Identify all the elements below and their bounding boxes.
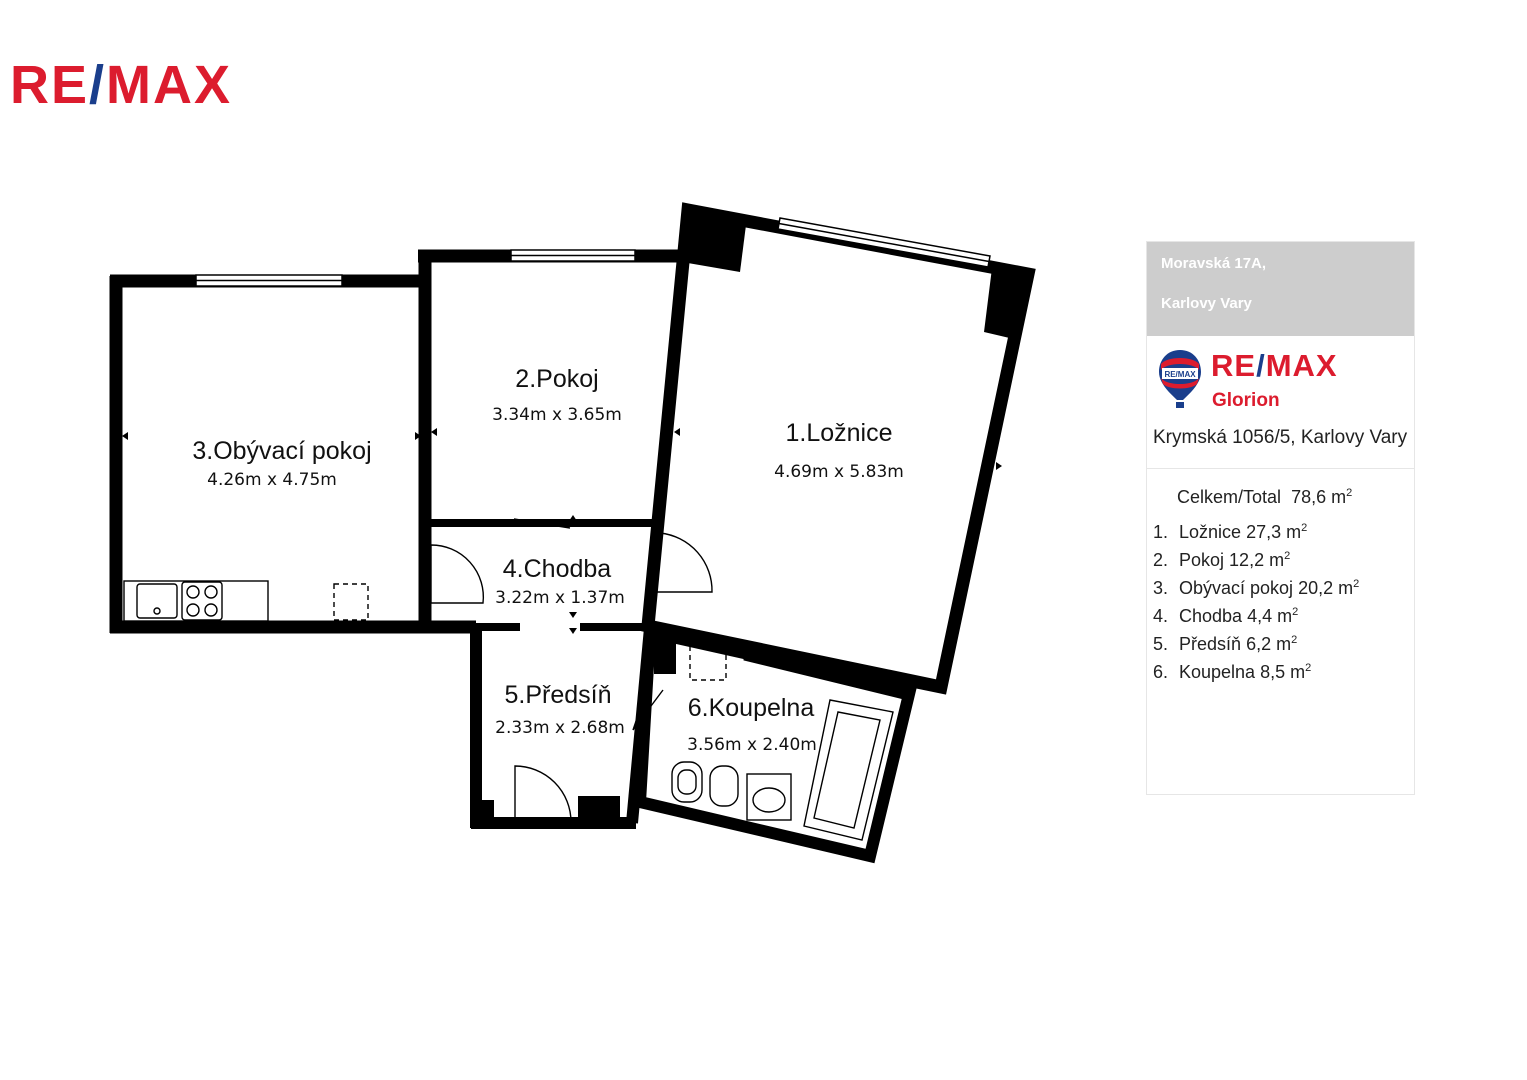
area-number: 5.	[1153, 634, 1169, 654]
windows	[195, 217, 991, 287]
room-dimensions: 4.69m x 5.83m	[774, 462, 904, 482]
bathroom-fixtures	[671, 699, 894, 841]
wall-pillars	[470, 214, 1028, 828]
address-line-2: Karlovy Vary	[1161, 295, 1252, 312]
agency-brand: RE/MAX	[1211, 348, 1338, 383]
area-name: Koupelna	[1179, 662, 1256, 682]
agency-block: RE/MAX RE/MAX Glorion Krymská 1056/5, Ka…	[1147, 336, 1414, 469]
unit-sup: 2	[1291, 634, 1298, 646]
room-label: 6.Koupelna	[688, 694, 815, 722]
doors	[430, 518, 713, 823]
area-row: 2. Pokoj 12,2 m2	[1153, 542, 1414, 570]
unit-sup: 2	[1305, 662, 1312, 674]
unit-sup: 2	[1346, 487, 1353, 499]
area-name: Chodba	[1179, 606, 1243, 626]
unit-sup: 2	[1301, 522, 1308, 534]
unit-sup: 2	[1292, 606, 1299, 618]
area-name: Předsíň	[1179, 634, 1242, 654]
area-value: 4,4 m	[1247, 606, 1293, 626]
area-value: 8,5 m	[1260, 662, 1306, 682]
room-dimensions: 3.56m x 2.40m	[687, 735, 817, 755]
balloon-text: RE/MAX	[1164, 370, 1196, 379]
room-dimensions: 3.22m x 1.37m	[495, 588, 625, 608]
room-label: 5.Předsíň	[504, 681, 611, 709]
area-row: 3. Obývací pokoj 20,2 m2	[1153, 570, 1414, 598]
area-number: 2.	[1153, 550, 1169, 570]
room-dimensions: 4.26m x 4.75m	[207, 470, 337, 490]
kitchen-counter	[123, 580, 727, 681]
logo-text: RE/MAX	[10, 55, 233, 115]
total-label: Celkem/Total	[1177, 487, 1282, 507]
area-number: 4.	[1153, 606, 1169, 626]
area-number: 1.	[1153, 522, 1169, 542]
room-labels: 3.Obývací pokoj 4.26m x 4.75m 2.Pokoj 3.…	[192, 365, 903, 755]
area-name: Obývací pokoj	[1179, 578, 1294, 598]
unit-sup: 2	[1284, 550, 1291, 562]
dimension-arrows	[122, 428, 1002, 642]
room-dimensions: 3.34m x 3.65m	[492, 405, 622, 425]
area-row: 1. Ložnice 27,3 m2	[1153, 514, 1414, 542]
agency-address: Krymská 1056/5, Karlovy Vary	[1153, 427, 1408, 448]
total-area: Celkem/Total 78,6 m2	[1177, 487, 1414, 508]
remax-logo: RE/MAX	[10, 58, 232, 112]
area-name: Ložnice	[1179, 522, 1242, 542]
info-panel: Moravská 17A, Karlovy Vary RE/MAX RE/MAX…	[1146, 241, 1415, 795]
area-row: 4. Chodba 4,4 m2	[1153, 598, 1414, 626]
area-summary: Celkem/Total 78,6 m2 1.Ložnice 27,3 m2 2…	[1147, 469, 1414, 682]
area-row: 5. Předsíň 6,2 m2	[1153, 626, 1414, 654]
agency-name: Glorion	[1212, 390, 1280, 411]
balloon-logo-icon: RE/MAX	[1159, 350, 1201, 408]
total-value: 78,6 m	[1291, 487, 1347, 507]
room-1-walls	[640, 202, 1036, 695]
room-label: 3.Obývací pokoj	[192, 437, 371, 465]
area-value: 12,2 m	[1229, 550, 1285, 570]
area-value: 20,2 m	[1298, 578, 1354, 598]
address-line-1: Moravská 17A,	[1161, 255, 1267, 272]
room-6-walls	[633, 626, 918, 864]
area-value: 27,3 m	[1246, 522, 1302, 542]
area-number: 6.	[1153, 662, 1169, 682]
room-label: 4.Chodba	[503, 555, 612, 583]
room-label: 2.Pokoj	[515, 365, 598, 393]
area-name: Pokoj	[1179, 550, 1225, 570]
area-number: 3.	[1153, 578, 1169, 598]
property-address: Moravská 17A, Karlovy Vary	[1147, 242, 1414, 336]
room-label: 1.Ložnice	[785, 419, 892, 447]
area-value: 6,2 m	[1246, 634, 1292, 654]
room-dimensions: 2.33m x 2.68m	[495, 718, 625, 738]
area-row: 6. Koupelna 8,5 m2	[1153, 654, 1414, 682]
unit-sup: 2	[1353, 578, 1360, 590]
